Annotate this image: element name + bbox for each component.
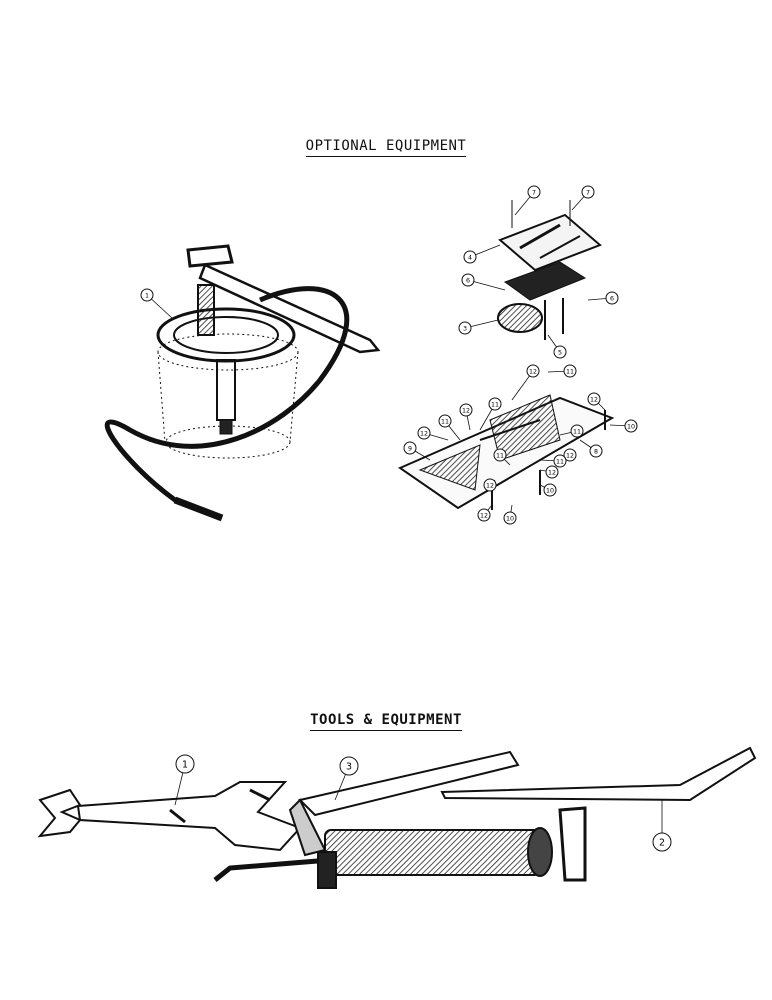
base-callout: 11 (479, 397, 502, 431)
base-callout: 10 (539, 483, 557, 497)
svg-text:1: 1 (145, 292, 149, 299)
base-callout: 12 (539, 465, 559, 479)
svg-text:6: 6 (610, 295, 614, 302)
svg-text:12: 12 (566, 452, 574, 459)
base-callout: 10 (503, 504, 517, 525)
bracket-callout: 6 (587, 291, 619, 305)
tools-equipment-heading: TOOLS & EQUIPMENT (0, 712, 772, 731)
pump-callout: 1 (140, 288, 173, 319)
base-callout: 12 (554, 448, 577, 462)
svg-text:3: 3 (346, 761, 352, 772)
svg-text:11: 11 (566, 368, 574, 375)
svg-text:8: 8 (594, 448, 598, 455)
base-callout: 12 (483, 478, 497, 492)
base-callout: 12 (477, 504, 493, 522)
svg-text:12: 12 (529, 368, 537, 375)
svg-text:12: 12 (548, 469, 556, 476)
svg-text:1: 1 (182, 759, 188, 770)
base-callout: 11 (438, 414, 461, 441)
tyre-lever-callout: 2 (652, 800, 672, 852)
optional-equipment-heading: OPTIONAL EQUIPMENT (0, 138, 772, 157)
bracket-callout: 7 (514, 185, 541, 216)
svg-text:4: 4 (468, 254, 472, 261)
base-callout: 12 (587, 392, 606, 411)
svg-text:12: 12 (420, 430, 428, 437)
bracket-callout: 4 (463, 244, 501, 264)
grease-gun-callout: 3 (334, 756, 359, 801)
base-callout: 11 (493, 448, 511, 466)
mounting-bracket-illustration (497, 200, 602, 340)
bracket-callout: 3 (458, 319, 499, 335)
bracket-callout: 7 (571, 185, 595, 211)
bracket-callout: 5 (547, 334, 567, 359)
svg-text:11: 11 (441, 418, 449, 425)
base-callout: 12 (417, 426, 449, 441)
svg-text:9: 9 (408, 445, 412, 452)
svg-text:11: 11 (491, 401, 499, 408)
svg-text:11: 11 (496, 452, 504, 459)
base-callout: 11 (559, 424, 584, 438)
svg-text:6: 6 (466, 277, 470, 284)
wrench-callout: 1 (174, 754, 195, 806)
svg-text:2: 2 (659, 837, 665, 848)
base-callout: 12 (459, 403, 473, 431)
svg-text:12: 12 (462, 407, 470, 414)
bracket-callout: 6 (461, 273, 506, 291)
svg-text:12: 12 (480, 512, 488, 519)
tyre-lever-illustration (440, 746, 757, 802)
svg-text:3: 3 (463, 325, 467, 332)
base-callout: 11 (547, 364, 577, 378)
svg-text:11: 11 (573, 428, 581, 435)
base-callout: 8 (579, 439, 603, 458)
svg-text:7: 7 (586, 189, 590, 196)
grease-gun-illustration (213, 750, 587, 889)
svg-text:5: 5 (558, 349, 562, 356)
svg-text:7: 7 (532, 189, 536, 196)
grease-pump-illustration (104, 244, 381, 522)
svg-text:10: 10 (627, 423, 635, 430)
base-callout: 12 (511, 364, 540, 401)
base-callout: 9 (403, 441, 431, 461)
svg-text:12: 12 (486, 482, 494, 489)
base-callout: 10 (609, 419, 638, 433)
svg-text:10: 10 (506, 515, 514, 522)
svg-text:12: 12 (590, 396, 598, 403)
svg-text:11: 11 (556, 458, 564, 465)
base-callout: 11 (539, 454, 567, 468)
wrench-illustration (37, 781, 302, 852)
svg-text:10: 10 (546, 487, 554, 494)
